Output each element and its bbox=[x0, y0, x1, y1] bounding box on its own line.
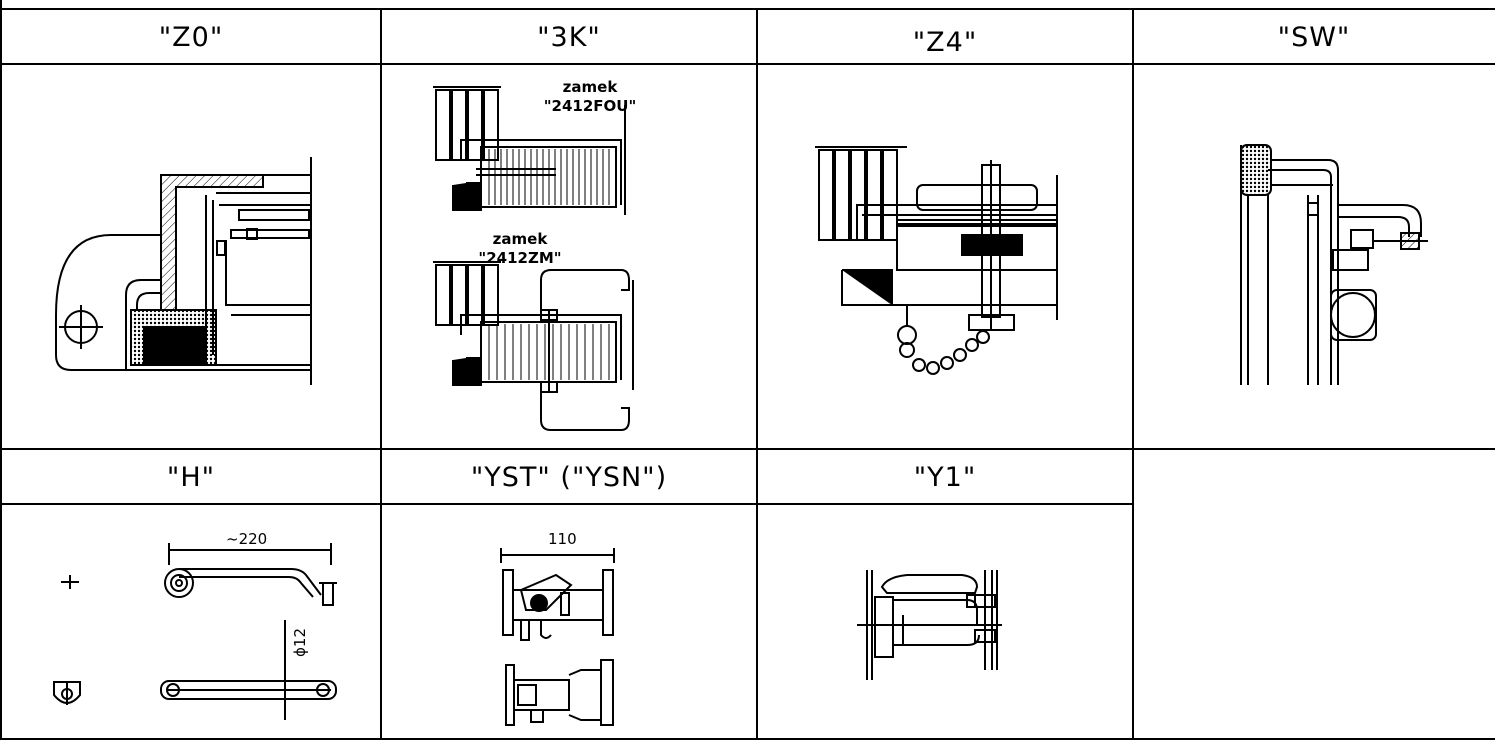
h-hook-drawing bbox=[53, 543, 337, 720]
h-diameter-dimension: ϕ12 bbox=[291, 628, 309, 657]
y1-bolt-drawing bbox=[857, 570, 1002, 680]
lock2-label-line2: "2412ZM" bbox=[478, 249, 562, 267]
z0-section-drawing bbox=[55, 157, 312, 385]
header-z4: "Z4" bbox=[912, 26, 978, 58]
h-length-dimension: ~220 bbox=[226, 530, 268, 548]
header-sw: "SW" bbox=[1277, 21, 1351, 53]
3k-section-drawing bbox=[433, 86, 634, 431]
z4-section-drawing bbox=[815, 146, 1058, 375]
yst-latch-drawing bbox=[500, 548, 615, 726]
header-z0: "Z0" bbox=[158, 21, 224, 53]
lock2-label-line1: zamek bbox=[492, 230, 548, 248]
header-h: "H" bbox=[166, 461, 216, 493]
sw-section-drawing bbox=[1240, 144, 1428, 385]
header-yst: "YST" ("YSN") bbox=[470, 461, 668, 493]
header-y1: "Y1" bbox=[913, 461, 977, 493]
lock1-label-line1: zamek bbox=[562, 78, 618, 96]
yst-width-dimension: 110 bbox=[548, 530, 577, 548]
header-3k: "3K" bbox=[537, 21, 601, 53]
lock1-label-line2: "2412FOU" bbox=[543, 97, 637, 115]
